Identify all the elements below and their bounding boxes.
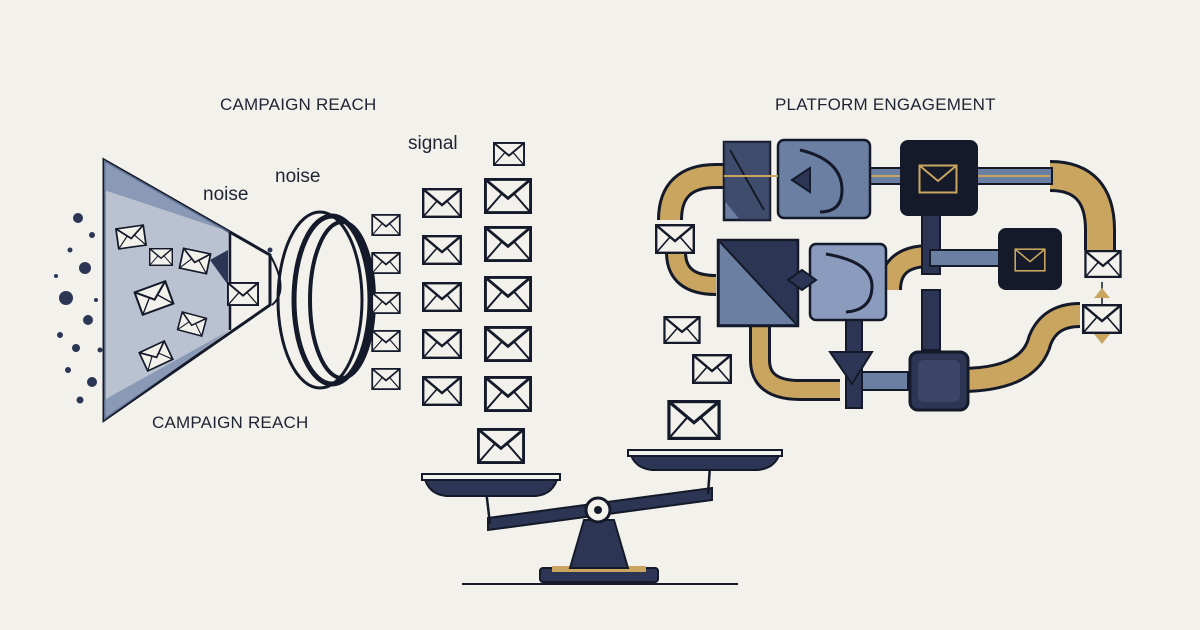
campaign-reach-bottom-label: CAMPAIGN REACH (152, 413, 309, 432)
campaign-reach-top-label: CAMPAIGN REACH (220, 95, 377, 114)
signal-label: signal (408, 133, 458, 154)
signal-envelopes (371, 142, 533, 464)
noise-right-label: noise (275, 166, 321, 187)
balance-scale-icon (421, 449, 783, 585)
lens-icon (269, 210, 376, 390)
descending-envelopes (663, 316, 733, 440)
pipe-network-icon (654, 138, 1123, 412)
platform-engagement-label: PLATFORM ENGAGEMENT (775, 95, 996, 114)
noise-left-label: noise (203, 184, 249, 205)
